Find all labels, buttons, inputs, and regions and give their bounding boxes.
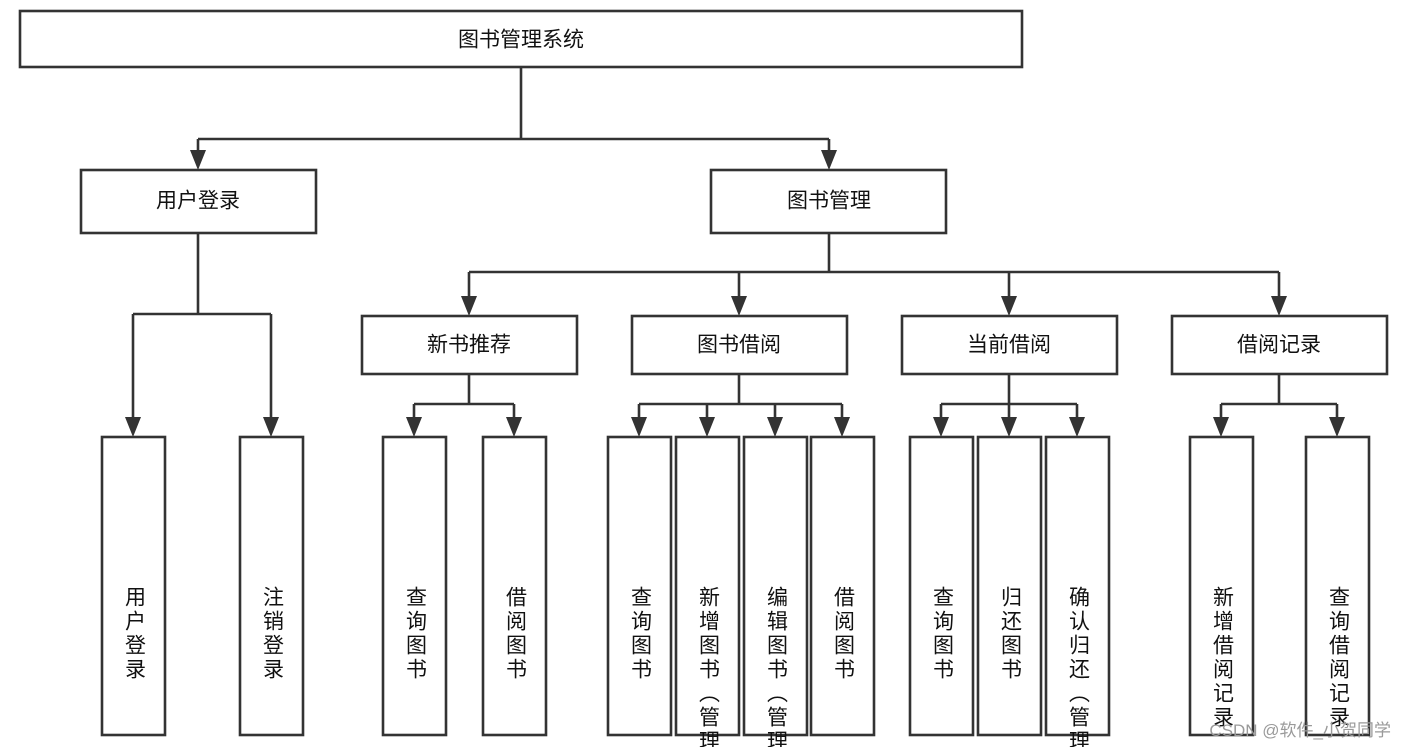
leaf-user-login-logout[interactable]: 注销登录	[238, 435, 305, 737]
leaf-new-book-query[interactable]: 查询图书	[381, 435, 448, 737]
node-root-system[interactable]: 图书管理系统	[18, 9, 1024, 69]
leaf-current-borrow-confirm[interactable]: 确认归还（管理员）	[1044, 435, 1111, 747]
node-book-management-label: 图书管理	[787, 190, 871, 213]
node-user-login-box[interactable]	[79, 168, 318, 235]
leaf-borrow-record-add-label: 新增借阅记录	[1211, 586, 1235, 730]
arrow-to-current-borrow	[1001, 296, 1017, 316]
leaf-borrow-record-query-box[interactable]	[1304, 435, 1371, 737]
leaf-current-borrow-query[interactable]: 查询图书	[908, 435, 975, 737]
arrow-leaf-book-borrow-1	[631, 417, 647, 437]
leaf-user-login-login[interactable]: 用户登录	[100, 435, 167, 737]
leaf-borrow-record-query-label: 查询借阅记录	[1327, 586, 1351, 730]
node-user-login-label: 用户登录	[156, 190, 240, 213]
node-book-management[interactable]: 图书管理	[709, 168, 948, 235]
leaf-book-borrow-query[interactable]: 查询图书	[606, 435, 673, 737]
leaf-current-borrow-return-label: 归还图书	[999, 586, 1023, 682]
node-new-book-recommend[interactable]: 新书推荐	[360, 314, 579, 376]
leaf-new-book-borrow[interactable]: 借阅图书	[481, 435, 548, 737]
connector-layer	[125, 67, 1345, 437]
leaf-book-borrow-add-box[interactable]	[674, 435, 741, 737]
node-new-book-recommend-box[interactable]	[360, 314, 579, 376]
arrow-to-book-mgmt	[821, 150, 837, 170]
arrow-leaf-book-borrow-4	[834, 417, 850, 437]
leaf-book-borrow-edit-box[interactable]	[742, 435, 809, 737]
leaf-current-borrow-query-box[interactable]	[908, 435, 975, 737]
leaf-user-login-logout-box[interactable]	[238, 435, 305, 737]
leaf-current-borrow-confirm-label: 确认归还（管理员）	[1067, 586, 1091, 747]
arrow-leaf-user-login-1	[125, 417, 141, 437]
node-borrow-record-label: 借阅记录	[1237, 334, 1321, 357]
leaf-book-borrow-borrow[interactable]: 借阅图书	[809, 435, 876, 737]
arrow-leaf-current-borrow-3	[1069, 417, 1085, 437]
arrow-leaf-new-book-1	[406, 417, 422, 437]
node-current-borrow-box[interactable]	[900, 314, 1119, 376]
leaf-book-borrow-edit-label: 编辑图书（管理员）	[765, 586, 789, 747]
arrow-leaf-current-borrow-2	[1001, 417, 1017, 437]
node-borrow-record[interactable]: 借阅记录	[1170, 314, 1389, 376]
arrow-leaf-book-borrow-3	[767, 417, 783, 437]
node-root-system-box[interactable]	[18, 9, 1024, 69]
leaf-borrow-record-add-box[interactable]	[1188, 435, 1255, 737]
leaf-book-borrow-borrow-box[interactable]	[809, 435, 876, 737]
leaf-current-borrow-query-label: 查询图书	[931, 586, 955, 682]
arrow-to-book-borrow	[731, 296, 747, 316]
leaf-current-borrow-return[interactable]: 归还图书	[976, 435, 1043, 737]
leaf-user-login-login-box[interactable]	[100, 435, 167, 737]
leaf-new-book-borrow-label: 借阅图书	[504, 586, 528, 682]
node-borrow-record-box[interactable]	[1170, 314, 1389, 376]
node-user-login[interactable]: 用户登录	[79, 168, 318, 235]
leaf-user-login-logout-label: 注销登录	[261, 586, 285, 682]
arrow-to-borrow-record	[1271, 296, 1287, 316]
leaf-user-login-login-label: 用户登录	[123, 586, 147, 682]
arrow-leaf-borrow-record-2	[1329, 417, 1345, 437]
arrow-leaf-current-borrow-1	[933, 417, 949, 437]
leaf-book-borrow-edit[interactable]: 编辑图书（管理员）	[742, 435, 809, 747]
node-book-borrow-label: 图书借阅	[697, 334, 781, 357]
node-book-borrow-box[interactable]	[630, 314, 849, 376]
node-book-management-box[interactable]	[709, 168, 948, 235]
arrow-leaf-new-book-2	[506, 417, 522, 437]
node-book-borrow[interactable]: 图书借阅	[630, 314, 849, 376]
arrow-leaf-user-login-2	[263, 417, 279, 437]
leaf-borrow-record-add[interactable]: 新增借阅记录	[1188, 435, 1255, 737]
node-root-system-label: 图书管理系统	[458, 29, 584, 52]
leaf-book-borrow-add-label: 新增图书（管理员）	[697, 586, 721, 747]
arrow-leaf-book-borrow-2	[699, 417, 715, 437]
leaf-book-borrow-add[interactable]: 新增图书（管理员）	[674, 435, 741, 747]
leaf-new-book-query-box[interactable]	[381, 435, 448, 737]
arrow-to-new-book	[461, 296, 477, 316]
node-current-borrow-label: 当前借阅	[967, 334, 1051, 357]
arrow-to-user-login	[190, 150, 206, 170]
arrow-leaf-borrow-record-1	[1213, 417, 1229, 437]
leaf-borrow-record-query[interactable]: 查询借阅记录	[1304, 435, 1371, 737]
leaf-book-borrow-borrow-label: 借阅图书	[832, 586, 856, 682]
leaf-current-borrow-return-box[interactable]	[976, 435, 1043, 737]
leaf-book-borrow-query-label: 查询图书	[629, 586, 653, 682]
leaf-new-book-borrow-box[interactable]	[481, 435, 548, 737]
leaf-current-borrow-confirm-box[interactable]	[1044, 435, 1111, 737]
leaf-new-book-query-label: 查询图书	[404, 586, 428, 682]
leaf-book-borrow-query-box[interactable]	[606, 435, 673, 737]
node-current-borrow[interactable]: 当前借阅	[900, 314, 1119, 376]
node-new-book-recommend-label: 新书推荐	[427, 334, 511, 357]
